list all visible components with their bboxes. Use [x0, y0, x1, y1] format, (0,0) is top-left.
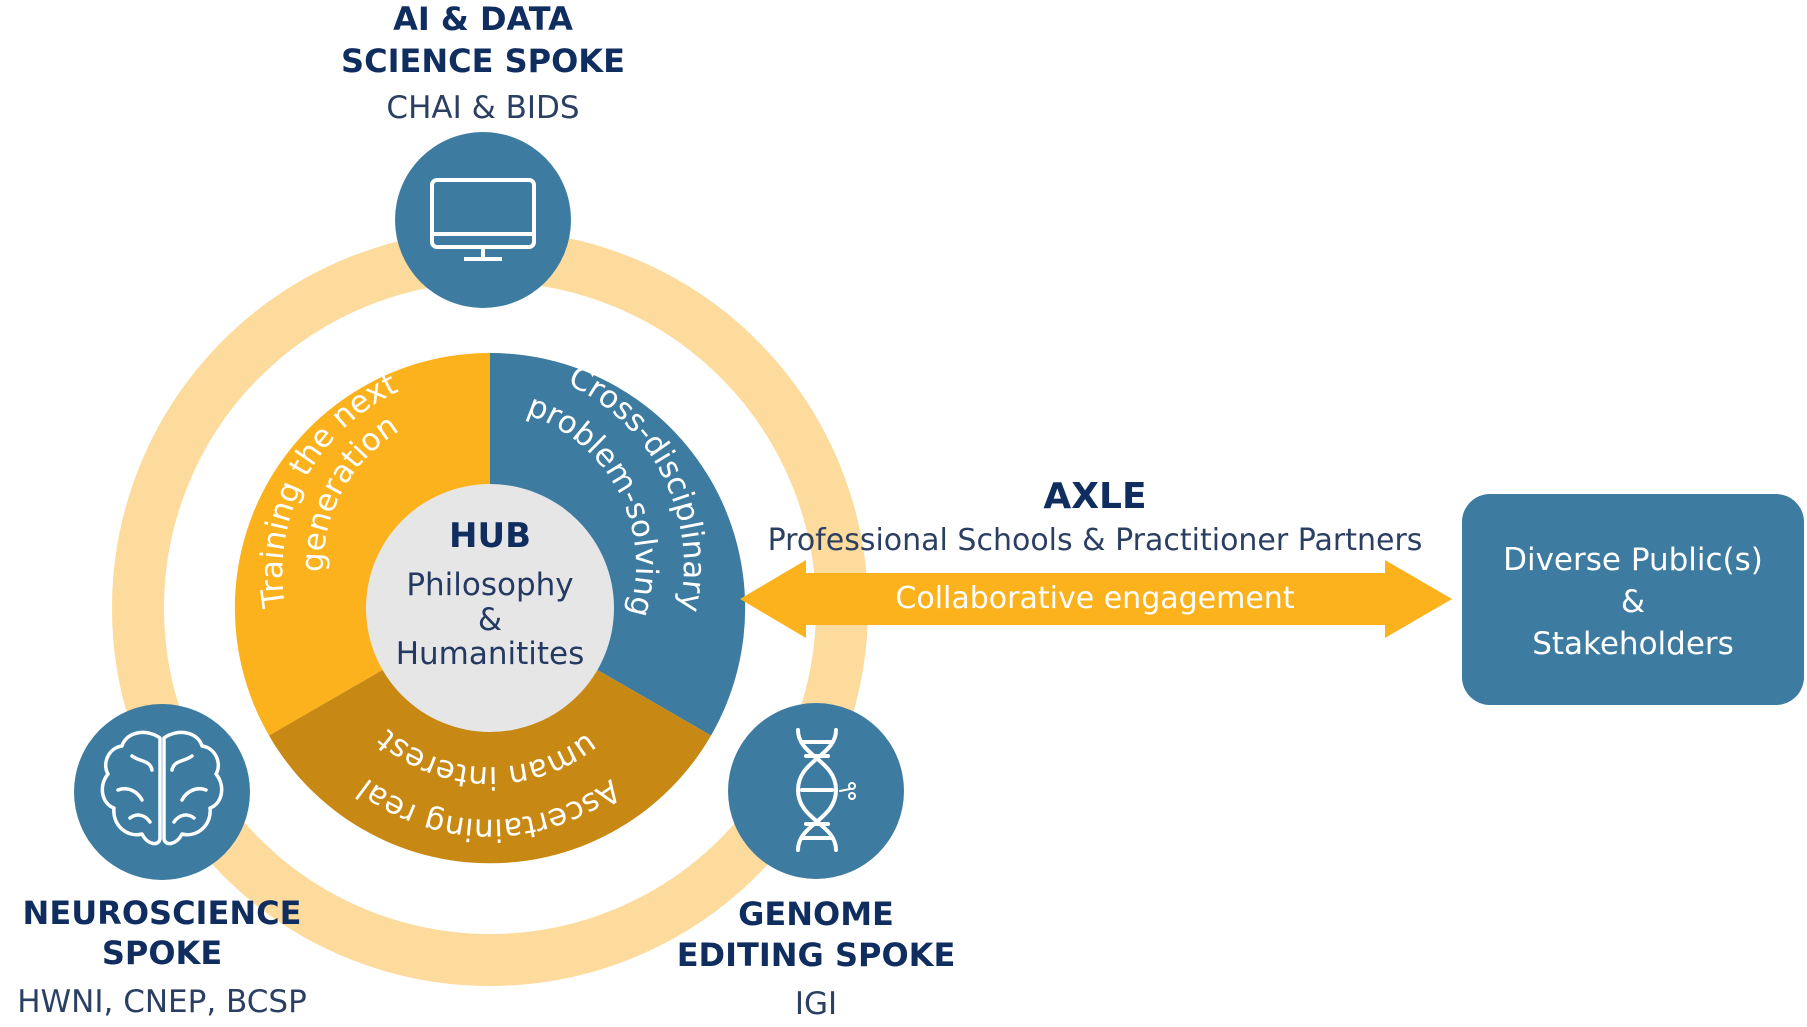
- monitor-icon: [430, 178, 536, 261]
- hub-title: HUB: [449, 516, 531, 556]
- public-box-line-2: &: [1621, 584, 1645, 620]
- brain-icon: [100, 730, 224, 846]
- public-stakeholders-box: [1462, 494, 1804, 705]
- axle-subtitle: Professional Schools & Practitioner Part…: [768, 523, 1423, 558]
- neuro-spoke-circle: [74, 704, 250, 880]
- hub-circle: [366, 484, 614, 732]
- genome-spoke-subtitle: IGI: [795, 986, 837, 1022]
- hub-line-2: &: [478, 602, 502, 638]
- axle-title: AXLE: [1043, 476, 1146, 517]
- genome-spoke-title-1: GENOME: [738, 895, 894, 933]
- hub-line-3: Humanitites: [396, 636, 585, 672]
- segment-ascertaining: [269, 608, 711, 864]
- neuro-spoke-title-1: NEUROSCIENCE: [23, 894, 302, 932]
- ai-spoke-title-1: AI & DATA: [393, 0, 573, 38]
- public-box-line-1: Diverse Public(s): [1503, 542, 1763, 578]
- neuro-spoke-title-2: SPOKE: [102, 934, 222, 972]
- neuro-spoke-subtitle: HWNI, CNEP, BCSP: [17, 984, 307, 1020]
- genome-spoke-title-2: EDITING SPOKE: [677, 936, 956, 974]
- ai-spoke-subtitle: CHAI & BIDS: [386, 90, 579, 126]
- ai-spoke-title-2: SCIENCE SPOKE: [341, 42, 625, 80]
- hub-line-1: Philosophy: [406, 567, 573, 603]
- dna-scissors-icon: [795, 728, 856, 852]
- ai-spoke-circle: [395, 132, 571, 308]
- axle-arrow: [740, 560, 1452, 638]
- axle-arrow-label: Collaborative engagement: [895, 581, 1294, 616]
- public-box-line-3: Stakeholders: [1532, 626, 1734, 662]
